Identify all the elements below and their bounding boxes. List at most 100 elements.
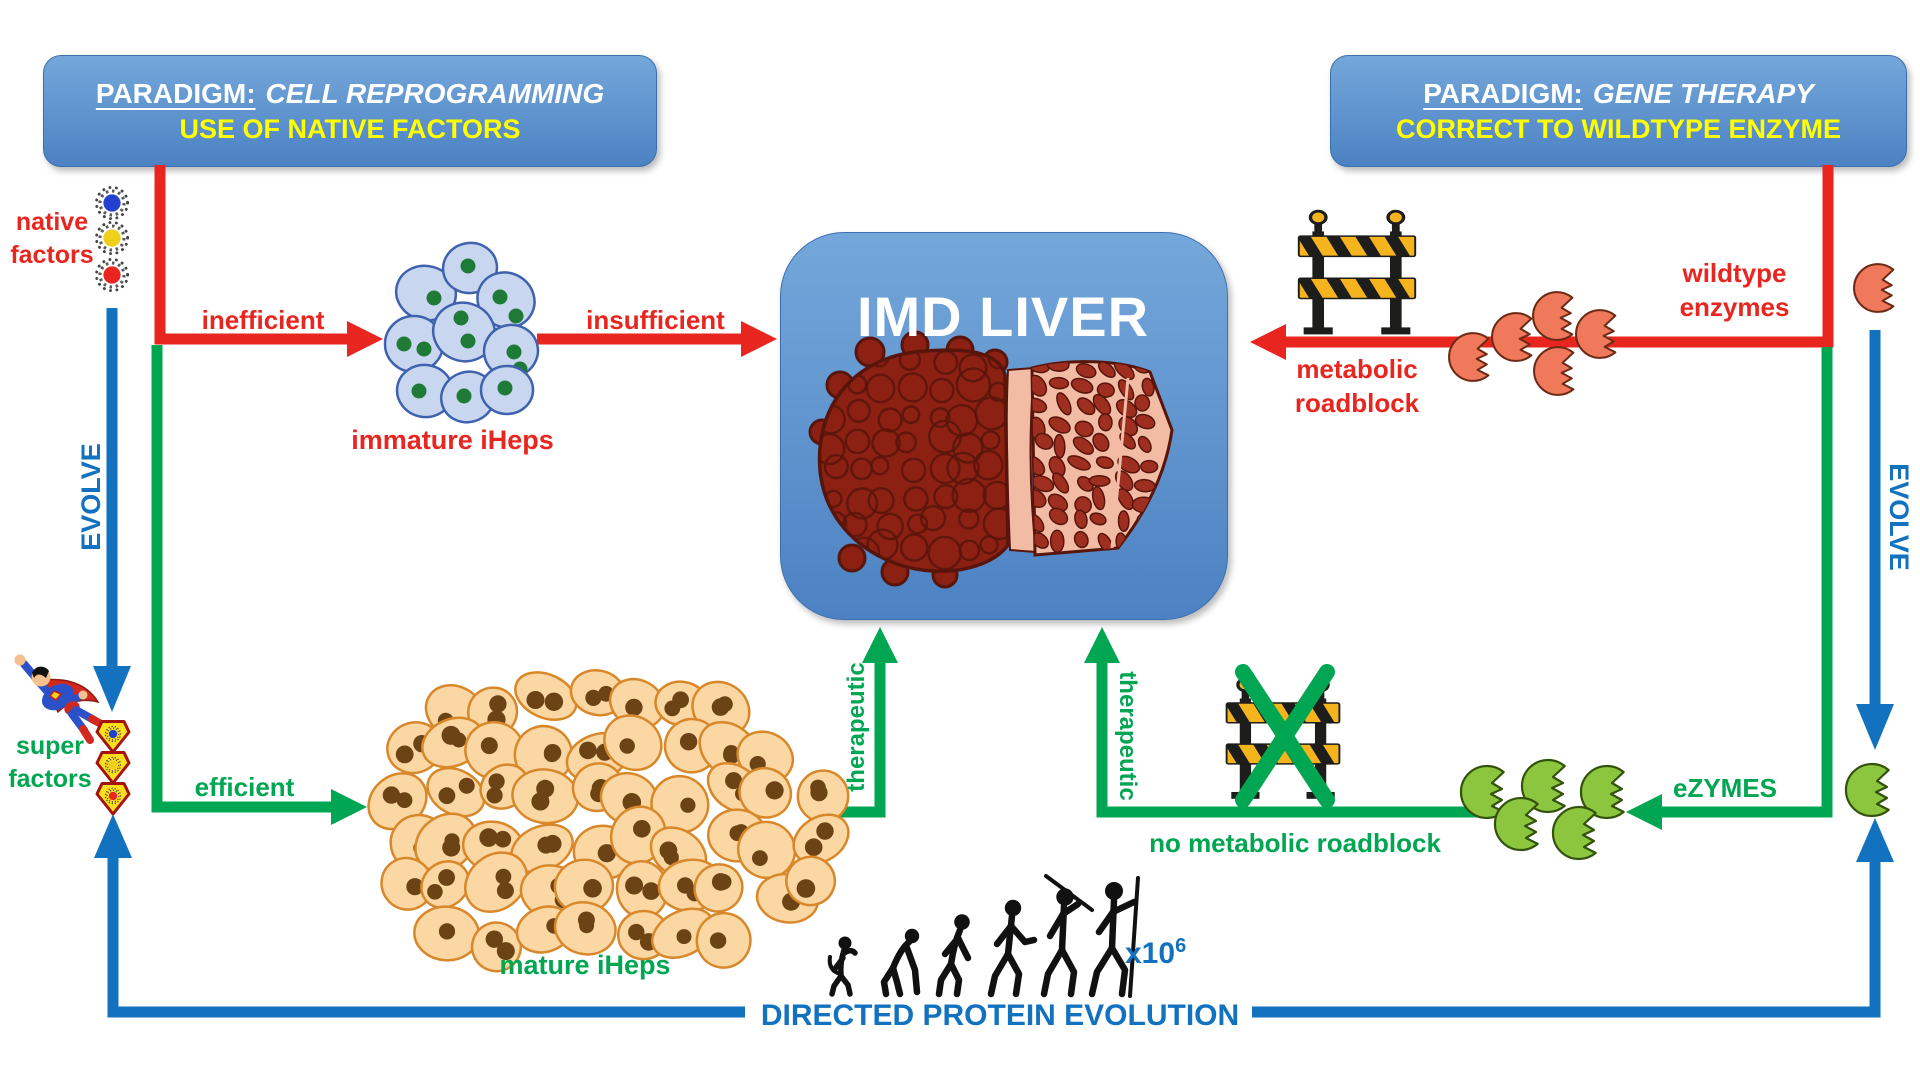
cell-nucleus: [486, 787, 503, 804]
liver-section-nodule: [1074, 420, 1094, 438]
liver-section-nodule: [1117, 510, 1130, 533]
evolution-figure-4: [987, 899, 1038, 998]
cell-nucleus: [804, 838, 823, 856]
paradigm-left-subtitle: USE OF NATIVE FACTORS: [179, 113, 521, 144]
pacman-enzyme-icon: [1534, 347, 1574, 395]
pacman-enzyme-icon: [1449, 333, 1489, 381]
cell-nucleus: [579, 741, 597, 760]
liver-section-nodule: [1133, 478, 1156, 493]
evolve-left-label: EVOLVE: [76, 443, 107, 551]
cell-nucleus: [396, 336, 412, 352]
cell-nucleus: [725, 772, 743, 790]
cell-nucleus: [585, 689, 602, 707]
liver-section-nodule: [1052, 472, 1070, 494]
red-arrowhead-wildtype: [1250, 324, 1286, 360]
pacman-enzyme-icon-single-red: [1854, 264, 1894, 312]
cell-nucleus: [796, 879, 816, 898]
liver-section-nodule: [1048, 416, 1071, 434]
liver-nodule: [958, 508, 980, 530]
pacman-enzyme-icon-single-green: [1845, 764, 1889, 816]
mature-iheps-label: mature iHeps: [499, 950, 671, 980]
super-factor-shield-icon: [97, 784, 129, 815]
cell-nucleus: [543, 745, 561, 763]
evolution-figure-3: [935, 914, 972, 998]
multiplier-base: x10: [1125, 937, 1176, 970]
liver-section-nodule: [1141, 377, 1155, 397]
liver-section-nodule: [1137, 435, 1152, 453]
cell-nucleus: [460, 333, 476, 349]
liver-nodule: [933, 484, 959, 510]
liver-nodule: [907, 513, 929, 535]
cell-nucleus: [460, 258, 476, 274]
liver-nodule: [865, 373, 896, 404]
liver-nodule: [919, 504, 947, 532]
liver-nodule: [903, 486, 929, 512]
liver-section-nodule: [1117, 455, 1141, 474]
cell-nucleus: [453, 310, 469, 326]
wildtype-enzymes-label: wildtype enzymes: [1679, 258, 1790, 323]
cell-nucleus: [396, 792, 413, 809]
pacman-enzyme-icon: [1460, 766, 1504, 818]
imd-liver-title: IMD LIVER: [856, 285, 1150, 348]
superman-icon: [14, 654, 107, 744]
liver-section-nodule: [1070, 377, 1094, 394]
liver-section-nodule: [1049, 529, 1065, 554]
immature-iheps-label: immature iHeps: [351, 425, 554, 455]
liver-nodule: [876, 512, 905, 541]
mature-hepatocyte-cell: [464, 851, 529, 913]
cell-nucleus: [723, 746, 741, 764]
multiplier-label: x106: [1125, 933, 1186, 974]
blue-arrowhead-evolution-right: [1856, 818, 1894, 862]
barricade-icon: [1297, 211, 1440, 334]
native-factors-label: native factors: [10, 208, 94, 269]
cell-nucleus: [494, 830, 512, 848]
pacman-enzyme-icon: [1492, 313, 1532, 361]
super-factor-shield-icon: [97, 753, 129, 784]
liver-section-nodule: [1134, 413, 1156, 430]
cell-nucleus: [810, 784, 828, 802]
cell-nucleus: [526, 691, 545, 709]
cell-nucleus: [395, 745, 414, 764]
paradigm-right-title: PARADIGM:GENE THERAPY: [1423, 78, 1814, 110]
paradigm-box-cell-reprogramming: PARADIGM:CELL REPROGRAMMING USE OF NATIV…: [43, 55, 657, 167]
super-factors-label: super factors: [8, 732, 92, 793]
cell-nucleus: [544, 692, 564, 711]
liver-nodule: [929, 452, 961, 485]
liver-nodule: [946, 451, 980, 485]
liver-nodule: [979, 535, 999, 555]
cell-nucleus: [506, 344, 522, 360]
liver-section-nodule: [1032, 455, 1046, 476]
cell-nucleus: [456, 388, 472, 404]
liver-section-nodule: [1091, 486, 1106, 511]
cell-nucleus: [497, 380, 513, 396]
liver-nodule: [844, 428, 871, 455]
cell-nucleus: [438, 787, 456, 805]
green-arrowhead-ezymes: [1626, 794, 1662, 830]
liver-section-nodule: [1034, 432, 1054, 450]
liver-section-nodule: [1095, 456, 1114, 469]
liver-nodule: [871, 428, 901, 458]
pacman-enzyme-icon: [1576, 310, 1616, 358]
liver-section-nodule: [1053, 433, 1066, 459]
cell-nucleus: [664, 700, 681, 717]
liver-nodule: [819, 432, 846, 466]
cell-nucleus: [816, 822, 834, 840]
liver-section-nodule: [1089, 512, 1107, 526]
liver-section-nodule: [1067, 455, 1091, 471]
cell-nucleus: [659, 841, 678, 860]
liver-section-nodule: [1032, 488, 1047, 508]
liver-section-nodule: [1056, 392, 1072, 416]
cell-nucleus: [444, 833, 460, 849]
liver-section-nodule: [1072, 436, 1095, 455]
liver-section-nodule: [1134, 394, 1151, 412]
liver-nodule: [929, 377, 955, 404]
green-line-therapeutic-right: [1096, 663, 1480, 818]
pacman-enzyme-icon: [1494, 798, 1538, 850]
cell-nucleus: [625, 698, 643, 717]
pacman-enzyme-icon: [1533, 292, 1573, 340]
liver-section-nodule: [1074, 509, 1088, 530]
liver-nodule: [846, 398, 871, 423]
blue-arrowhead-evolution-left: [94, 814, 132, 858]
liver-section-nodule: [1092, 432, 1110, 452]
